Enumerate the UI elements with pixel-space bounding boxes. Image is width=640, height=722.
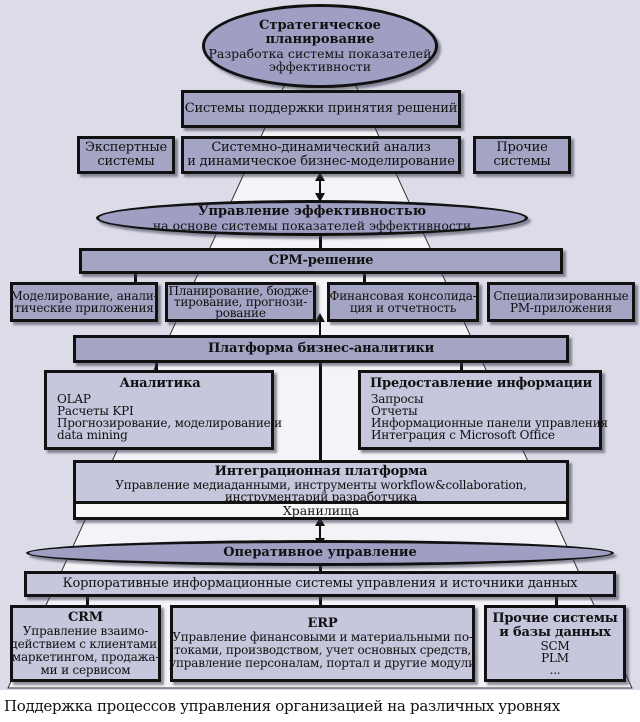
other-strategic-line-1: Прочие (496, 140, 548, 155)
expert-line-1: Экспертные (85, 140, 167, 155)
other-strategic-line-2: системы (493, 154, 551, 169)
crm-box: CRM Управление взаимо- действием с клиен… (10, 605, 161, 682)
corporate-systems-box: Корпоративные информационные системы упр… (24, 571, 616, 597)
crm-line-2: действием с клиентами, (10, 636, 161, 651)
analytics-item: data mining (57, 428, 128, 442)
cpm-label: CPM-решение (268, 253, 374, 268)
specialized-line-1: Специализированные (493, 289, 629, 303)
strategic-title-1: Стратегическое (259, 18, 381, 33)
connector-line (460, 360, 463, 372)
connector-line (319, 562, 322, 576)
planning-line-1: Планирование, бюдже- (168, 283, 313, 298)
information-item: Информационные панели управления (371, 416, 608, 430)
erp-line-2: токами, производством, учет основных сре… (173, 643, 472, 657)
erp-box: ERP Управление финансовыми и материальны… (169, 605, 476, 682)
connector-line (134, 272, 137, 284)
connector-line (155, 360, 158, 372)
strategic-planning-ellipse: Стратегическое планирование Разработка с… (202, 4, 438, 88)
information-item: Интеграция с Microsoft Office (371, 428, 555, 442)
corporate-label: Корпоративные информационные системы упр… (62, 576, 578, 591)
other-systems-databases-box: Прочие системы и базы данных SCM PLM ... (484, 605, 626, 682)
information-item: Запросы (371, 392, 424, 406)
operational-management-ellipse: Оперативное управление (26, 540, 614, 566)
crm-line-1: Управление взаимо- (22, 623, 149, 638)
analytics-item: Прогнозирование, моделирование и (57, 416, 282, 430)
planning-line-3: рование (215, 305, 266, 320)
integration-title: Интеграционная платформа (214, 464, 428, 479)
connector-line (363, 272, 366, 284)
operational-title: Оперативное управление (223, 545, 417, 560)
other-strategic-systems-box: Прочие системы (473, 136, 571, 174)
cpm-solution-box: CPM-решение (79, 248, 563, 274)
expert-systems-box: Экспертные системы (77, 136, 175, 174)
modeling-line-2: тические приложения (14, 301, 154, 315)
other-db-item: PLM (541, 650, 569, 665)
specialized-line-2: PM-приложения (509, 301, 613, 315)
performance-title: Управление эффективностью (197, 203, 427, 219)
cpm-module-specialized-pm: Специализированные PM-приложения (487, 282, 635, 322)
strategic-subtitle-2: эффективности (268, 59, 372, 74)
dss-label: Системы поддержки принятия решений (184, 101, 458, 116)
other-db-title-2: и базы данных (499, 624, 611, 640)
consolidation-line-2: ция и отчетность (349, 301, 457, 315)
storage-box: Хранилища (73, 503, 569, 520)
crm-title: CRM (68, 609, 103, 625)
expert-line-2: системы (97, 154, 155, 169)
bi-platform-box: Платформа бизнес-аналитики (73, 335, 569, 363)
cpm-module-planning: Планирование, бюдже- тирование, прогнози… (165, 282, 316, 322)
information-item: Отчеты (371, 404, 418, 418)
diagram-canvas: Стратегическое планирование Разработка с… (0, 0, 640, 690)
analytics-item: Расчеты KPI (57, 404, 134, 418)
integration-line-1: Управление медиаданными, инструменты wor… (115, 478, 527, 492)
strategic-title-2: планирование (265, 32, 375, 47)
connector-line (555, 593, 558, 605)
cpm-module-consolidation: Финансовая консолида- ция и отчетность (327, 282, 479, 322)
connector-line (86, 593, 89, 605)
dss-box: Системы поддержки принятия решений (181, 90, 461, 128)
modeling-line-1: Моделирование, анали- (10, 289, 158, 303)
performance-management-ellipse: Управление эффективностью на основе сист… (96, 200, 528, 236)
sd-analysis-line-1: Системно-динамический анализ (211, 140, 431, 155)
information-delivery-box: Предоставление информации Запросы Отчеты… (358, 370, 608, 450)
cpm-module-modeling: Моделирование, анали- тические приложени… (10, 282, 158, 322)
performance-subtitle: на основе системы показателей эффективно… (152, 217, 472, 233)
storage-label: Хранилища (282, 503, 360, 518)
bi-platform-label: Платформа бизнес-аналитики (207, 341, 435, 356)
planning-line-2: тирование, прогнози- (173, 294, 308, 309)
crm-line-3: маркетингом, продажа- (11, 649, 160, 664)
connector-line (319, 362, 322, 460)
sd-analysis-line-2: и динамическое бизнес-моделирование (187, 154, 455, 169)
erp-line-3: управление персоналам, портал и другие м… (169, 656, 476, 670)
integration-line-2: инструментарий разработчика (224, 490, 418, 504)
other-db-item: ... (549, 662, 561, 677)
analytics-item: OLAP (57, 392, 91, 406)
integration-platform-box: Интеграционная платформа Управление меди… (73, 460, 569, 504)
erp-title: ERP (307, 616, 338, 631)
strategic-subtitle-1: Разработка системы показателей (208, 46, 432, 61)
figure-caption: Поддержка процессов управления организац… (4, 697, 561, 715)
analytics-box: Аналитика OLAP Расчеты KPI Прогнозирован… (44, 370, 282, 450)
other-db-item: SCM (540, 638, 570, 653)
double-arrow-icon (315, 172, 325, 202)
erp-line-1: Управление финансовыми и материальными п… (172, 630, 473, 644)
connector-line (319, 593, 322, 605)
sd-analysis-box: Системно-динамический анализ и динамичес… (181, 136, 461, 174)
connector-line (319, 232, 322, 252)
analytics-title: Аналитика (119, 376, 201, 391)
other-db-title-1: Прочие системы (492, 610, 618, 626)
crm-line-4: ми и сервисом (40, 662, 131, 677)
consolidation-line-1: Финансовая консолида- (329, 289, 477, 303)
information-title: Предоставление информации (369, 376, 593, 391)
